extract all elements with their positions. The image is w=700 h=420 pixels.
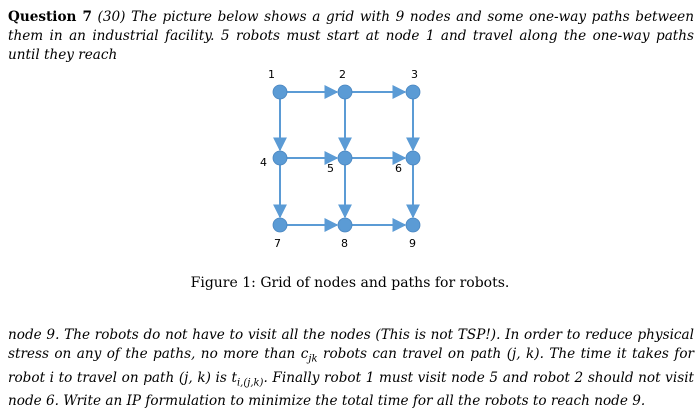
question-points: (30) — [97, 9, 126, 25]
grid-figure: 1 2 3 4 5 6 7 8 9 — [260, 68, 421, 250]
node-5 — [337, 150, 353, 166]
node-7 — [272, 217, 288, 233]
question-paragraph: Question 7 (30) The picture below shows … — [8, 8, 694, 65]
continuation-text-3: . The time it takes for robot i to trave… — [8, 346, 695, 386]
node-1 — [272, 84, 288, 100]
node-label-6: 6 — [395, 162, 402, 175]
node-3 — [405, 84, 421, 100]
continuation-text-2: robots can travel on path — [317, 346, 507, 362]
node-6 — [405, 150, 421, 166]
question-title: Question 7 — [8, 9, 92, 25]
figure-caption: Figure 1: Grid of nodes and paths for ro… — [190, 275, 510, 291]
node-label-2: 2 — [339, 68, 346, 81]
path-symbol: (j, k) — [506, 346, 540, 362]
node-8 — [337, 217, 353, 233]
node-label-1: 1 — [268, 68, 275, 81]
time-symbol: ti,(j,k) — [231, 369, 264, 389]
node-label-8: 8 — [341, 237, 348, 250]
node-label-9: 9 — [409, 237, 416, 250]
continuation-text-5: . Finally robot 1 must visit node 5 and … — [8, 369, 694, 410]
continuation-text-4: is — [210, 369, 232, 386]
continuation-text-1: node 9. The robots do not have to visit … — [8, 327, 694, 362]
node-4 — [272, 150, 288, 166]
node-2 — [337, 84, 353, 100]
path-symbol-2: (j, k) — [178, 369, 211, 386]
node-9 — [405, 217, 421, 233]
node-label-5: 5 — [327, 162, 334, 175]
continuation-paragraph: node 9. The robots do not have to visit … — [8, 326, 694, 411]
question-intro: The picture below shows a grid with 9 no… — [8, 9, 694, 63]
node-label-7: 7 — [274, 237, 281, 250]
capacity-symbol: cjk — [300, 346, 318, 365]
node-label-4: 4 — [260, 156, 267, 169]
node-label-3: 3 — [411, 68, 418, 81]
